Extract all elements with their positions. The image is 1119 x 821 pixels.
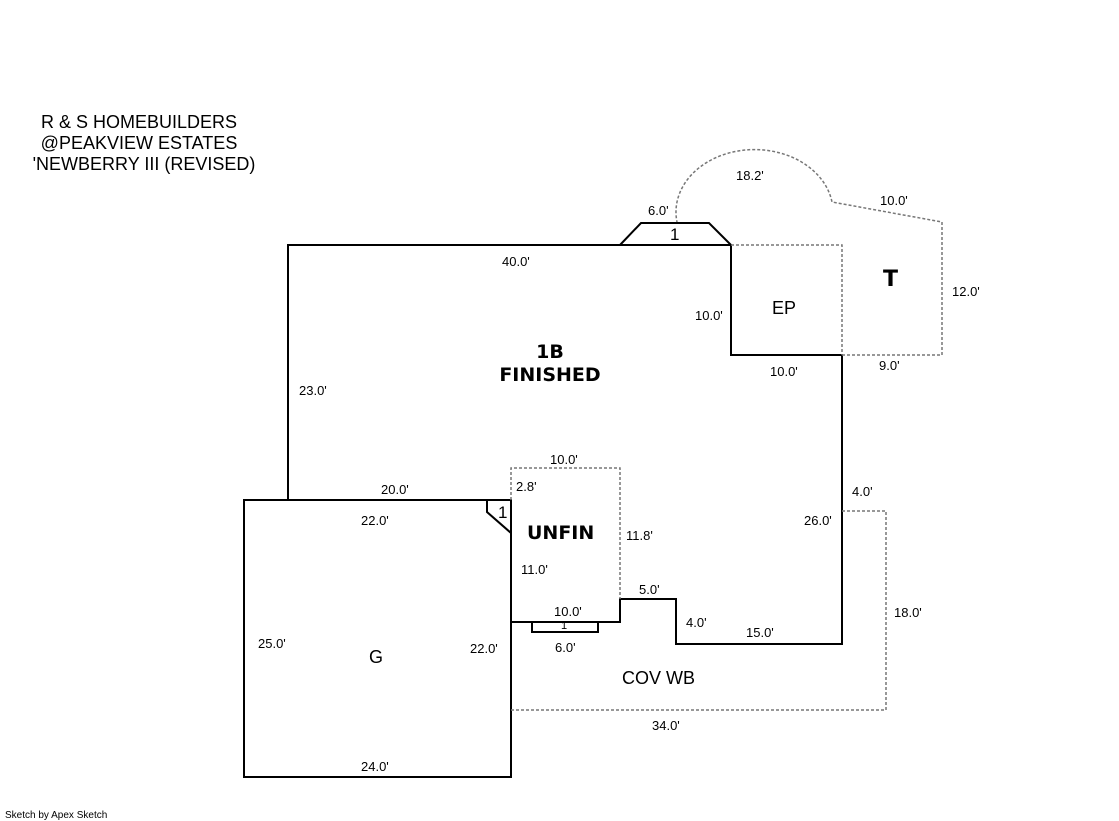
dim-label: 34.0'	[652, 718, 680, 733]
dim-label: 2.8'	[516, 479, 537, 494]
dim-label: 15.0'	[746, 625, 774, 640]
dim-label: 11.8'	[626, 528, 653, 543]
dim-label: 22.0'	[361, 513, 389, 528]
dim-label: 4.0'	[852, 484, 873, 499]
area-label-main-1: 1B	[536, 341, 564, 363]
area-label-unfin: UNFIN	[527, 522, 595, 544]
bay-marker: 1	[670, 225, 680, 244]
dim-label: 23.0'	[299, 383, 327, 398]
area-label-cov: COV WB	[622, 668, 696, 688]
bay-window	[619, 222, 732, 246]
dim-label: 10.0'	[550, 452, 578, 467]
dim-label: 10.0'	[880, 193, 908, 208]
dim-label: 5.0'	[639, 582, 660, 597]
title-line: 'NEWBERRY III (REVISED)	[32, 154, 256, 174]
dim-label: 12.0'	[952, 284, 980, 299]
footer-credit: Sketch by Apex Sketch	[5, 810, 108, 821]
area-label-main-2: FINISHED	[499, 364, 601, 386]
covered-walk-outline	[511, 510, 887, 711]
dim-label: 25.0'	[258, 636, 286, 651]
fireplace	[486, 500, 512, 534]
dim-label: 20.0'	[381, 482, 409, 497]
dim-label: 24.0'	[361, 759, 389, 774]
title-line: R & S HOMEBUILDERS	[40, 112, 238, 132]
terrace-outline	[675, 148, 943, 356]
area-label-g: G	[369, 647, 384, 667]
dim-label: 18.0'	[894, 605, 922, 620]
dim-label: 40.0'	[502, 254, 530, 269]
title-block: R & S HOMEBUILDERS @PEAKVIEW ESTATES 'NE…	[14, 112, 264, 175]
fireplace-marker: 1	[498, 503, 508, 522]
garage-outline	[243, 499, 512, 778]
dim-label: 4.0'	[686, 615, 707, 630]
dim-label: 10.0'	[770, 364, 798, 379]
main-living-outline	[287, 244, 843, 645]
area-label-main: 1B FINISHED	[480, 341, 620, 387]
bump-marker: 1	[561, 620, 568, 632]
ep-outline	[731, 244, 843, 355]
dim-label: 26.0'	[804, 513, 832, 528]
title-line: @PEAKVIEW ESTATES	[40, 133, 238, 153]
dim-label: 18.2'	[736, 168, 764, 183]
dim-label: 10.0'	[695, 308, 723, 323]
dim-label: 9.0'	[879, 358, 900, 373]
unfin-outline	[510, 467, 621, 599]
area-label-ep: EP	[772, 298, 797, 318]
dim-label: 10.0'	[554, 604, 582, 619]
dim-label: 11.0'	[521, 562, 548, 577]
dim-label: 6.0'	[648, 203, 669, 218]
dim-label: 22.0'	[470, 641, 498, 656]
bump-out	[531, 621, 599, 633]
area-label-t: T	[883, 267, 899, 292]
dim-label: 6.0'	[555, 640, 576, 655]
